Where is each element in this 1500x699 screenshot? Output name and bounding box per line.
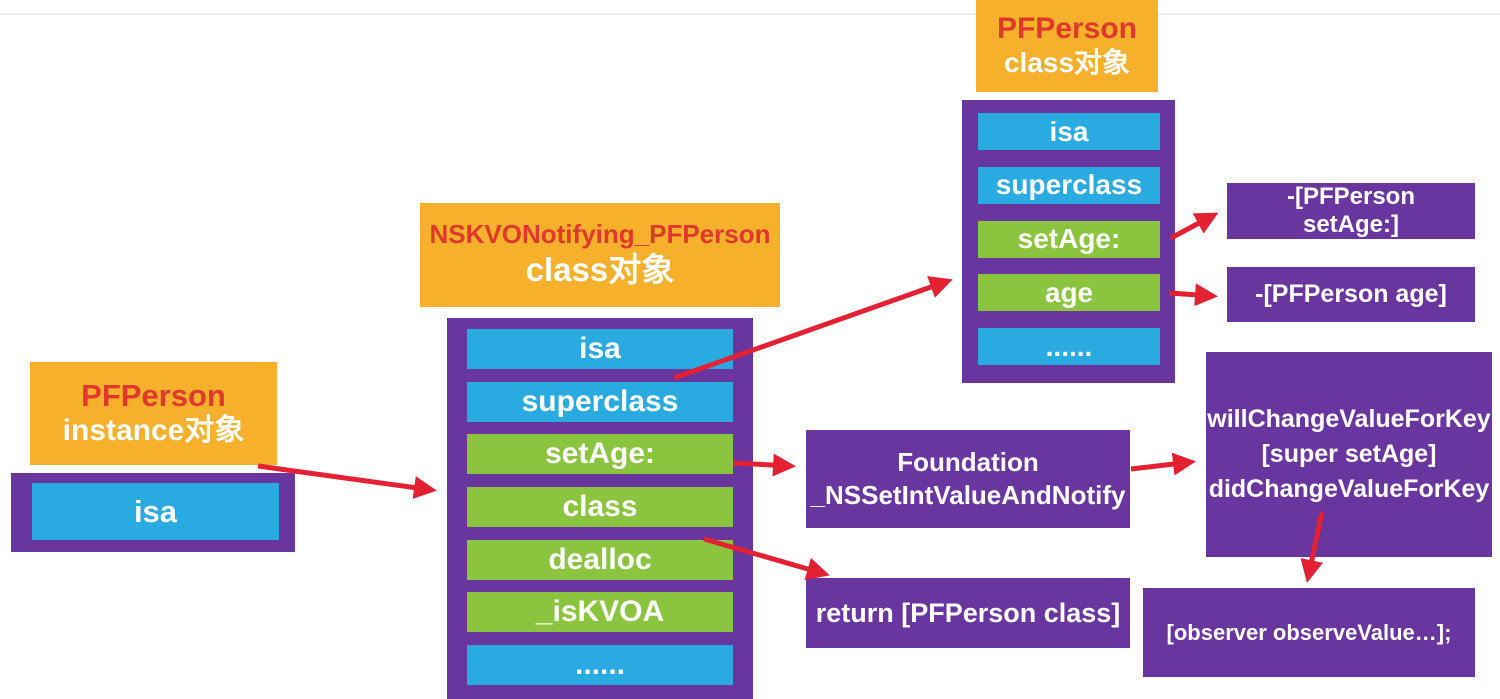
arrow-foundation-to-willchange <box>1130 452 1196 476</box>
setage-impl-box: -[PFPerson setAge:] <box>1227 183 1475 239</box>
age-impl-box: -[PFPerson age] <box>1227 267 1475 322</box>
person-class-struct: isa superclass setAge: age ...... <box>962 100 1175 383</box>
personclass-row-setage: setAge: <box>978 220 1160 258</box>
instance-row-isa: isa <box>32 483 279 540</box>
instance-object-subtitle: instance对象 <box>62 414 245 448</box>
foundation-impl-box: Foundation _NSSetIntValueAndNotify <box>806 430 1130 528</box>
notifying-row-dealloc: dealloc <box>467 539 733 580</box>
personclass-row-isa: isa <box>978 113 1160 150</box>
instance-object-struct: isa <box>11 473 295 552</box>
notifying-class-title: NSKVONotifying_PFPerson <box>429 219 771 250</box>
return-class-box: return [PFPerson class] <box>806 578 1130 648</box>
notifying-row-iskvoa: _isKVOA <box>467 592 733 633</box>
observer-box: [observer observeValue…]; <box>1143 588 1475 677</box>
foundation-line2: _NSSetIntValueAndNotify <box>810 480 1126 510</box>
return-class-line1: return [PFPerson class] <box>815 597 1121 628</box>
notifying-row-ellipsis: ...... <box>467 644 733 685</box>
notifying-class-subtitle: class对象 <box>525 251 675 289</box>
instance-object-title: PFPerson <box>81 377 226 413</box>
personclass-row-age: age <box>978 274 1160 312</box>
observer-line1: [observer observeValue…]; <box>1166 619 1452 645</box>
age-impl-line1: -[PFPerson age] <box>1255 280 1447 308</box>
willchange-box: willChangeValueForKey [super setAge] did… <box>1206 352 1492 557</box>
notifying-class-header: NSKVONotifying_PFPerson class对象 <box>420 203 780 307</box>
notifying-row-superclass: superclass <box>467 381 733 422</box>
personclass-row-superclass: superclass <box>978 166 1160 204</box>
willchange-line3: didChangeValueForKey <box>1208 475 1490 503</box>
willchange-line2: [super setAge] <box>1261 440 1437 468</box>
personclass-row-ellipsis: ...... <box>978 328 1160 365</box>
notifying-row-setage: setAge: <box>467 434 733 475</box>
instance-object-header: PFPerson instance对象 <box>30 362 277 465</box>
person-class-title: PFPerson <box>996 11 1138 45</box>
foundation-line1: Foundation <box>897 447 1039 477</box>
person-class-subtitle: class对象 <box>1003 47 1131 79</box>
notifying-class-struct: isa superclass setAge: class dealloc _is… <box>447 318 753 699</box>
setage-impl-line1: -[PFPerson <box>1286 183 1415 210</box>
setage-impl-line2: setAge:] <box>1302 211 1399 238</box>
willchange-line1: willChangeValueForKey <box>1207 405 1491 433</box>
notifying-row-class: class <box>467 486 733 527</box>
top-divider-line <box>0 13 1500 15</box>
person-class-header: PFPerson class对象 <box>976 0 1158 92</box>
notifying-row-isa: isa <box>467 329 733 369</box>
arrow-personclass-setage-to-impl <box>1169 212 1219 241</box>
arrow-personclass-age-to-impl <box>1168 283 1218 307</box>
